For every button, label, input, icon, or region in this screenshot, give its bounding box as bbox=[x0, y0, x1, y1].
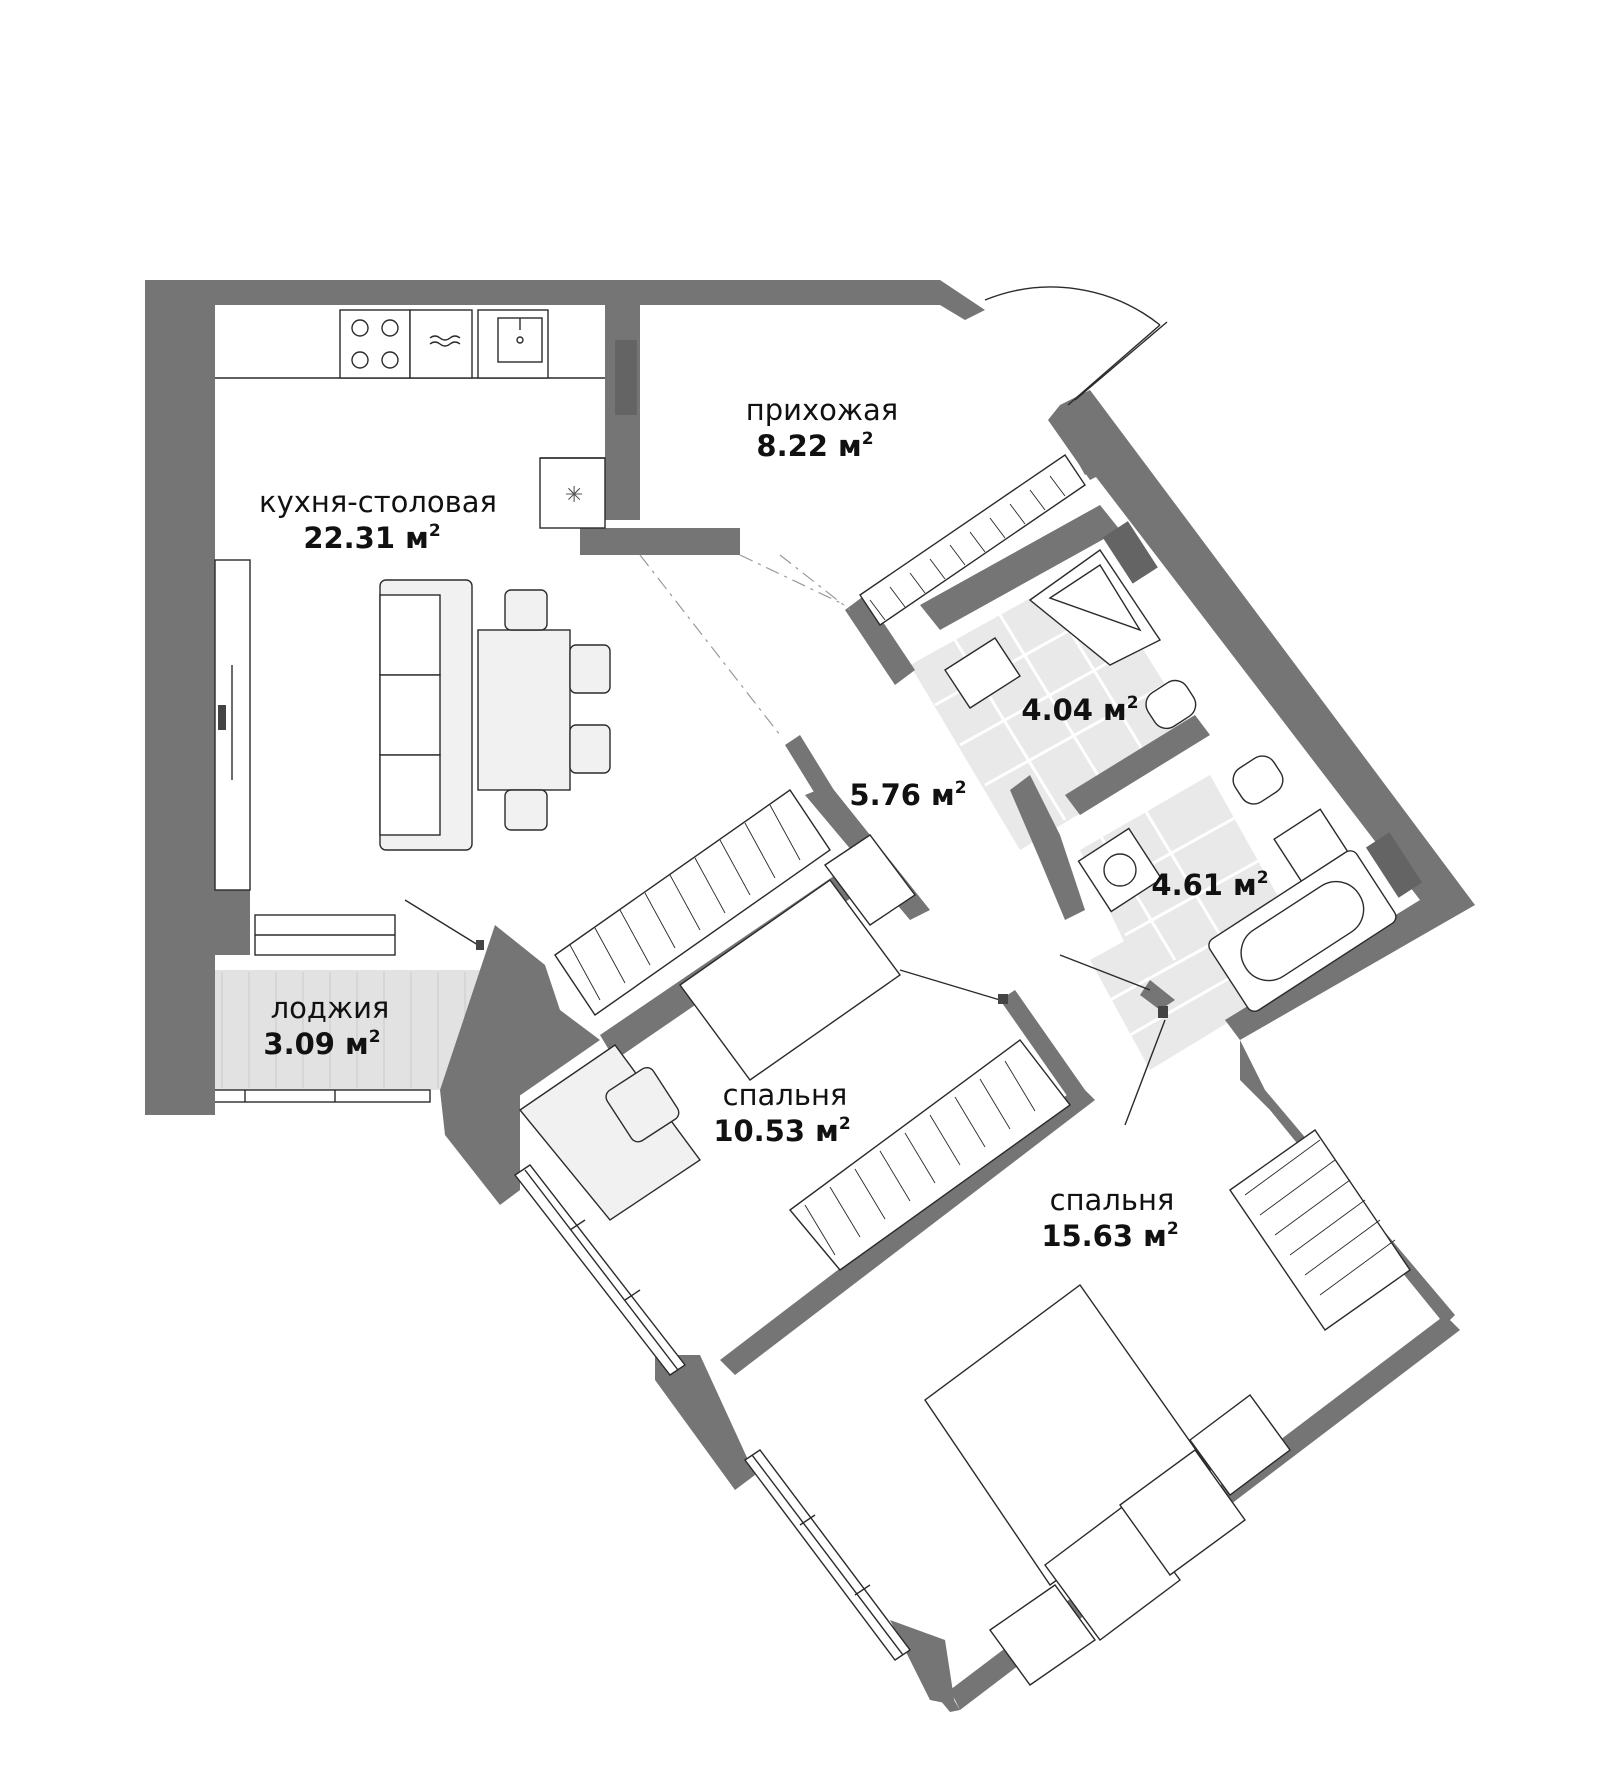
corridor-area: 5.76 м2 bbox=[849, 778, 966, 812]
washer-icon bbox=[1077, 827, 1163, 913]
chair bbox=[569, 724, 611, 774]
bath1-area: 4.04 м2 bbox=[1021, 693, 1138, 727]
chair bbox=[569, 644, 611, 694]
dining-table bbox=[477, 629, 571, 791]
svg-text:✳: ✳ bbox=[565, 483, 583, 508]
bedroom2-name: спальня bbox=[1050, 1183, 1175, 1217]
bed bbox=[679, 879, 901, 1081]
chair bbox=[504, 789, 548, 831]
kitchen-area: 22.31 м2 bbox=[303, 521, 440, 555]
washbasin-icon bbox=[944, 637, 1021, 709]
entrance-door bbox=[984, 286, 1168, 406]
fridge-icon bbox=[539, 457, 606, 529]
sink-icon bbox=[477, 309, 549, 379]
bedroom1-furniture bbox=[518, 834, 1008, 1221]
loggia-name: лоджия bbox=[271, 991, 390, 1025]
nightstand bbox=[823, 834, 917, 926]
chair bbox=[504, 589, 548, 631]
desk bbox=[518, 1044, 701, 1221]
bath2-area: 4.61 м2 bbox=[1151, 868, 1268, 902]
kitchen-furniture: ✳ bbox=[214, 309, 611, 956]
wardrobe-hall bbox=[859, 454, 1086, 626]
toilet-icon bbox=[1145, 679, 1197, 730]
loggia-window bbox=[189, 1089, 431, 1103]
shower-icon bbox=[1028, 549, 1162, 666]
pillow bbox=[1119, 1449, 1246, 1576]
zone-lines bbox=[639, 554, 851, 736]
bathroom-fixtures bbox=[944, 549, 1397, 1012]
bedroom2-area: 15.63 м2 bbox=[1041, 1219, 1178, 1253]
bedroom1-name: спальня bbox=[723, 1078, 848, 1112]
nightstand bbox=[1189, 1394, 1291, 1496]
room-labels: кухня-столовая 22.31 м2 прихожая 8.22 м2… bbox=[259, 393, 1269, 1253]
kitchen-name: кухня-столовая bbox=[259, 485, 497, 519]
windows bbox=[513, 1164, 912, 1661]
loggia-area: 3.09 м2 bbox=[263, 1027, 380, 1061]
bathtub-icon bbox=[1208, 850, 1397, 1012]
wardrobe-bedroom2 bbox=[1229, 1129, 1411, 1331]
bedroom2-furniture bbox=[924, 954, 1291, 1686]
wardrobe-hall-hatch bbox=[869, 475, 1066, 621]
stove-icon bbox=[339, 309, 411, 379]
wardrobe-bedroom1-bottom bbox=[788, 1039, 1071, 1271]
nightstand bbox=[989, 1584, 1096, 1686]
wardrobes bbox=[554, 454, 1411, 1331]
toilet-icon bbox=[1232, 755, 1284, 805]
hall-name: прихожая bbox=[746, 393, 898, 427]
bedroom1-area: 10.53 м2 bbox=[713, 1114, 850, 1148]
wardrobe-bedroom1-top bbox=[554, 789, 831, 1016]
desk-chair bbox=[605, 1066, 680, 1143]
loggia-floor bbox=[170, 970, 540, 1103]
hall-area: 8.22 м2 bbox=[756, 429, 873, 463]
